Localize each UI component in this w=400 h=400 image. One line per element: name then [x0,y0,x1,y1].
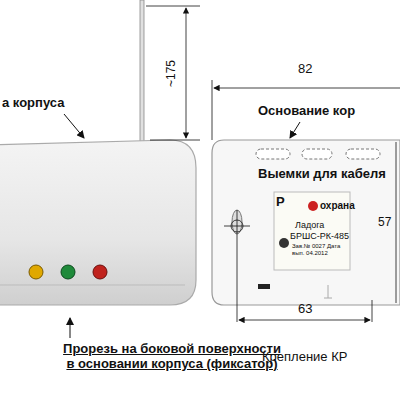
cable-slot [256,149,290,159]
sticker-text: БРШС-РК-485 [290,231,349,241]
leader-line [290,122,300,138]
logo-text: Р [276,195,285,210]
dimension-label: 63 [298,302,312,317]
part-label: Основание кор [258,104,355,119]
antenna [140,0,144,150]
cable-slot [346,149,380,159]
led-yellow [29,265,43,279]
dimension-line [186,8,187,138]
led-red [93,265,107,279]
dimension-label: ~175 [165,60,179,87]
base-plate [212,140,400,305]
sticker-text: Зав.№ 0027 Дата вып. 04.2012 [292,243,348,257]
dimension-line [239,320,370,321]
sticker-text: Ладога [295,220,324,230]
leader-line [64,114,84,138]
housing [0,140,196,305]
dimension-label: 57 [378,216,391,230]
slot [258,284,270,289]
part-label: Выемки для кабеля [258,167,386,182]
dimension-line [214,88,400,89]
led-green [61,265,75,279]
part-label: Прорезь на боковой поверхности в основан… [62,342,282,372]
dimension-label: 82 [298,62,312,77]
leader-line [70,318,71,338]
part-label: а корпуса [2,96,64,111]
mount-crosshair [231,220,243,232]
dimension-line [396,142,397,303]
logo-text: охрана [320,200,355,212]
cable-slot [302,149,332,159]
